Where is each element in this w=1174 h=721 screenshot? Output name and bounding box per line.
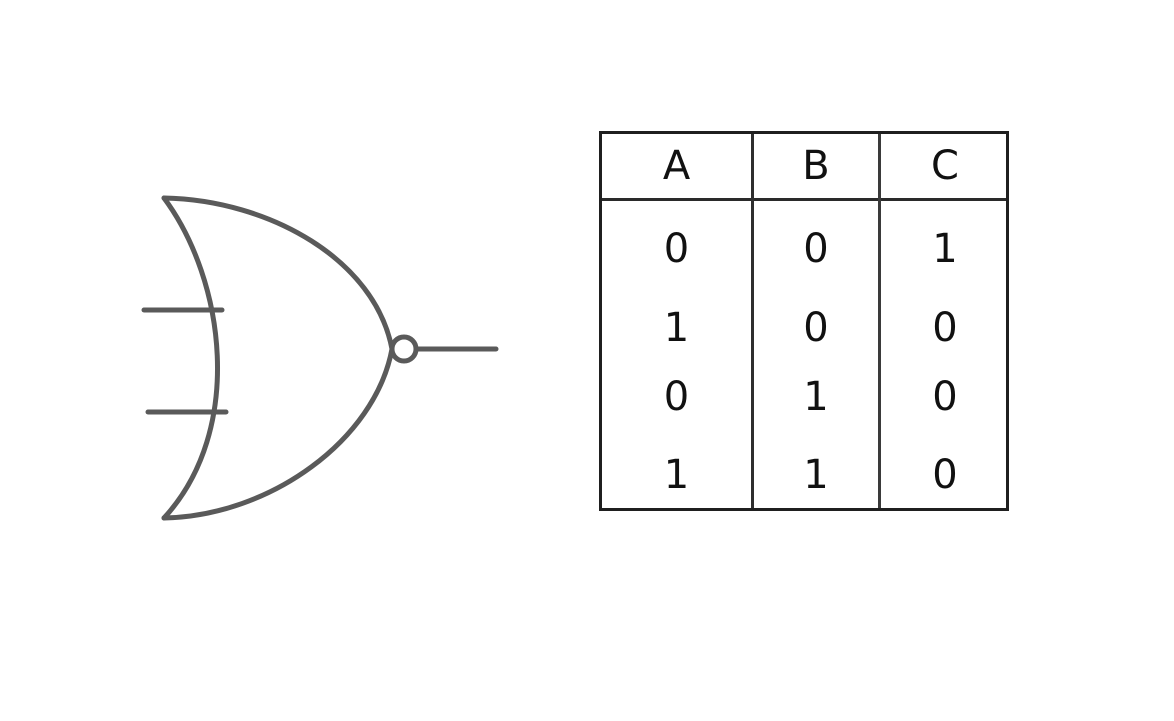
cell-b-row-4: 1 bbox=[803, 452, 829, 498]
cell-b-row-2: 0 bbox=[803, 305, 829, 351]
truth-table: A 0 1 0 1 B 0 0 1 1 C 1 0 0 0 bbox=[599, 131, 1009, 511]
cell-b-row-3: 1 bbox=[803, 374, 829, 420]
column-c: C 1 0 0 0 bbox=[881, 134, 1009, 508]
cell-a-row-2: 1 bbox=[663, 305, 690, 351]
truth-table-header-row bbox=[602, 134, 1006, 201]
cell-a-row-4: 1 bbox=[663, 452, 690, 498]
cell-a-row-3: 0 bbox=[663, 374, 690, 420]
header-b: B bbox=[802, 143, 830, 189]
nor-gate-diagram bbox=[141, 195, 499, 521]
header-c: C bbox=[931, 143, 959, 189]
column-b: B 0 0 1 1 bbox=[754, 134, 881, 508]
cell-c-row-3: 0 bbox=[932, 374, 958, 420]
cell-b-row-1: 0 bbox=[803, 226, 829, 272]
cell-c-row-2: 0 bbox=[932, 305, 958, 351]
inversion-bubble bbox=[389, 334, 419, 364]
cell-c-row-1: 1 bbox=[932, 226, 958, 272]
cell-c-row-4: 0 bbox=[932, 452, 958, 498]
column-a: A 0 1 0 1 bbox=[602, 134, 754, 508]
header-a: A bbox=[662, 143, 691, 189]
cell-a-row-1: 0 bbox=[663, 226, 690, 272]
nor-gate-back-curve bbox=[161, 195, 220, 521]
